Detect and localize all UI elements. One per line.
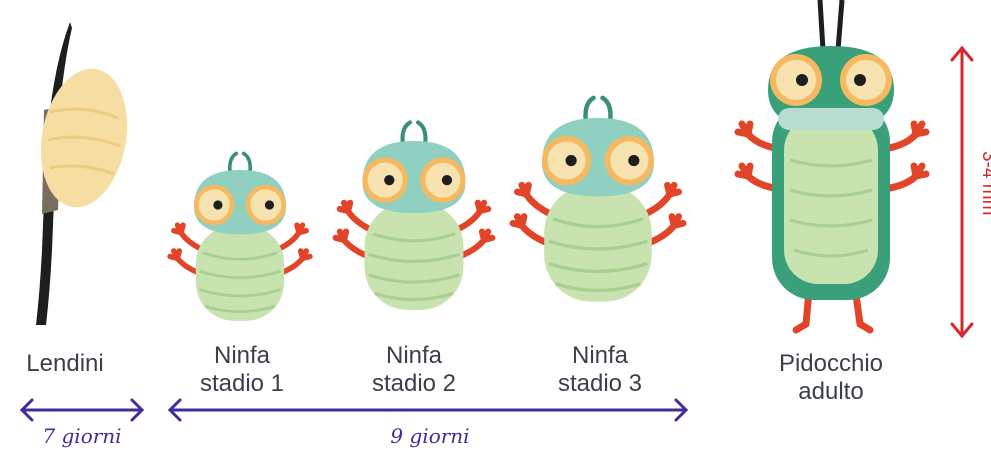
stage-label-ninfa1: Ninfa stadio 1 [182, 342, 302, 398]
adult-louse-icon [738, 0, 926, 330]
stage-label-ninfa2: Ninfa stadio 2 [354, 342, 474, 398]
nit-on-hair-icon [30, 22, 137, 325]
stage-label-line: stadio 3 [540, 370, 660, 398]
stage-label-adulto: Pidocchio adulto [766, 350, 896, 406]
nymph-stage3-icon [513, 98, 683, 302]
stage-label-line: Ninfa [354, 342, 474, 370]
stage-label-line: Ninfa [540, 342, 660, 370]
stage-label-line: stadio 2 [354, 370, 474, 398]
stage-label-line: Lendini [10, 350, 120, 378]
stage-label-line: stadio 1 [182, 370, 302, 398]
nymph-stage2-icon [336, 122, 493, 309]
nymph-duration-arrow [170, 400, 686, 420]
stage-label-line: Ninfa [182, 342, 302, 370]
stage-label-lendini: Lendini [10, 350, 120, 378]
adult-size-label: 3-4 mm [977, 151, 991, 231]
double-arrow-icon [22, 400, 142, 420]
size-arrow [952, 48, 972, 336]
stage-label-line: Pidocchio [766, 350, 896, 378]
stage-label-ninfa3: Ninfa stadio 3 [540, 342, 660, 398]
duration-nymphs: 9 giorni [330, 424, 530, 448]
stage-label-line: adulto [766, 378, 896, 406]
nymph-stage1-icon [170, 153, 310, 320]
duration-nits: 7 giorni [20, 424, 144, 448]
